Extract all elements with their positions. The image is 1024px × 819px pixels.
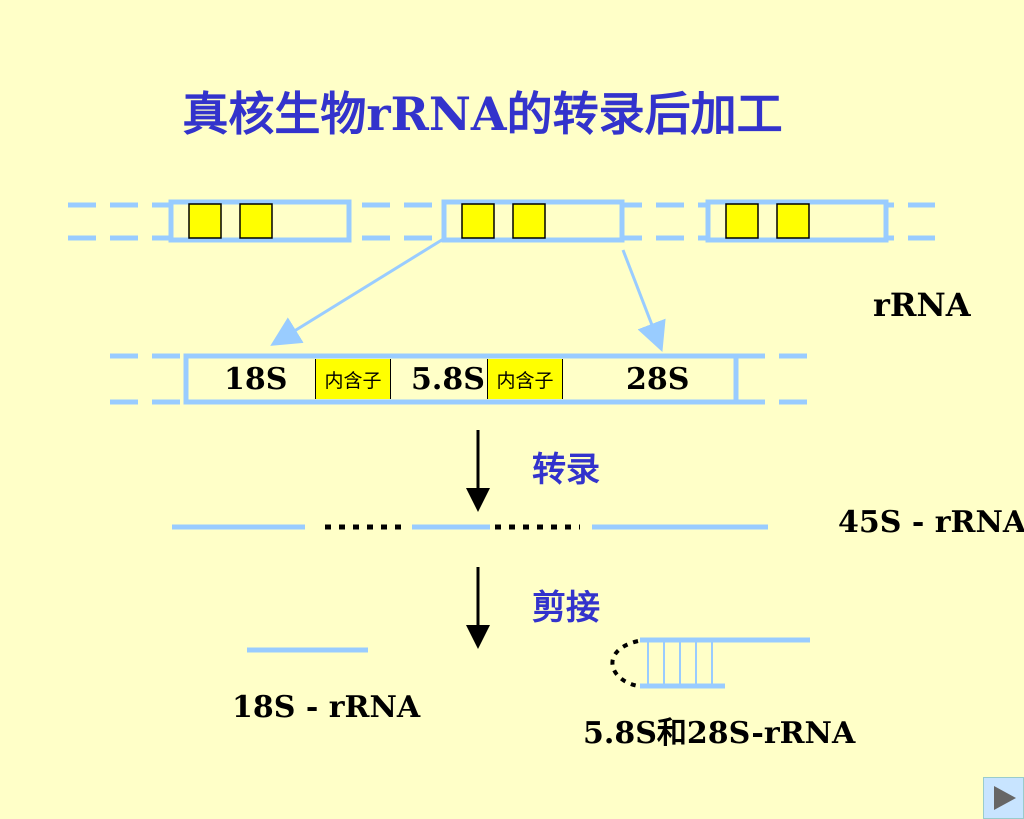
- exon-box: [725, 203, 759, 239]
- exon-box: [512, 203, 546, 239]
- product-58s-28s-label: 5.8S和28S-rRNA: [583, 716, 856, 751]
- expanded-unit-box: [183, 353, 739, 405]
- precursor-label: 45S - rRNA: [838, 505, 1024, 540]
- product-58s-28s-duplex: [610, 637, 810, 689]
- exon-box: [239, 203, 273, 239]
- segment-5-8s: 5.8S: [411, 362, 485, 397]
- gene-unit-2: [441, 199, 625, 243]
- step-transcription-label: 转录: [532, 450, 600, 490]
- zoom-arrow-right: [621, 249, 666, 352]
- segment-18s: 18S: [224, 362, 288, 397]
- intron-1: 内含子: [315, 359, 391, 399]
- expanded-unit-strands: [110, 353, 812, 405]
- zoom-arrow-left: [270, 236, 446, 346]
- segment-28s: 28S: [626, 362, 690, 397]
- exon-box: [461, 203, 495, 239]
- play-triangle-icon: [993, 786, 1016, 810]
- gene-label: rRNA: [873, 286, 971, 324]
- gene-unit-1: [168, 199, 352, 243]
- gene-unit-3: [705, 199, 889, 243]
- exon-box: [776, 203, 810, 239]
- next-slide-button[interactable]: [983, 777, 1024, 819]
- hairpin-loop: [610, 639, 639, 688]
- intron-2: 内含子: [487, 359, 563, 399]
- slide-title: 真核生物rRNA的转录后加工: [182, 87, 783, 141]
- product-18s-label: 18S - rRNA: [232, 690, 421, 725]
- exon-box: [188, 203, 222, 239]
- step-splicing-label: 剪接: [532, 588, 600, 628]
